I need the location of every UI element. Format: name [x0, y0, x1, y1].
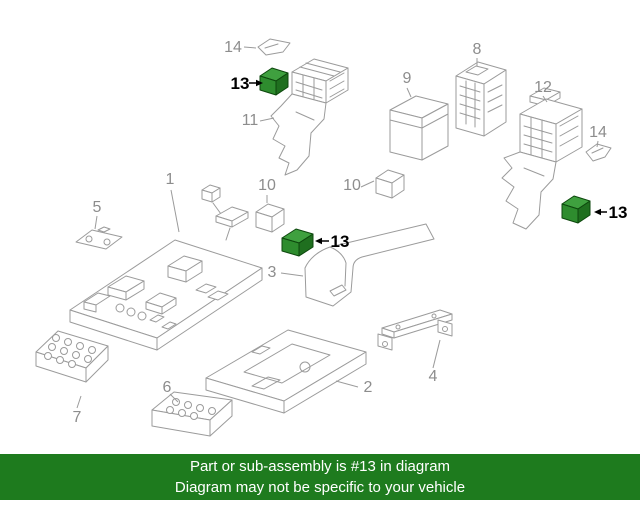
part-13-top-shape: [259, 67, 289, 96]
part-4-shape: [377, 309, 453, 351]
part-14-right-shape: [585, 143, 612, 162]
emphasis-arrows: [249, 79, 607, 245]
callout-10-right-label: 10: [343, 177, 361, 194]
part-2-shape: [205, 329, 367, 414]
part-7-shape: [35, 330, 109, 383]
part-8-shape: [455, 61, 507, 137]
part-12-shape: [501, 87, 583, 230]
parts-diagram: 14 13 11 9 8 12 14 13 10 10 13 1 5 3 2 4…: [35, 38, 628, 437]
callout-1-label: 1: [166, 171, 175, 188]
callout-14-top-label: 14: [224, 39, 242, 56]
arrow-to-part-13-top: [249, 79, 263, 87]
callout-13-top-label: 13: [231, 74, 250, 93]
part-3-shape: [304, 223, 435, 307]
callout-5-label: 5: [93, 199, 102, 216]
part-14-top-shape: [257, 38, 291, 56]
callout-13-middle-label: 13: [331, 232, 350, 251]
part-9-shape: [389, 95, 449, 161]
callout-9-label: 9: [403, 70, 412, 87]
leader-lines: [76, 46, 599, 409]
callout-4-label: 4: [429, 368, 438, 385]
part-11-shape: [270, 58, 349, 176]
banner-line1: Part or sub-assembly is #13 in diagram: [189, 458, 451, 475]
part-10-left-shape: [255, 203, 285, 233]
banner-line2: Diagram may not be specific to your vehi…: [174, 479, 466, 496]
highlight-banner: Part or sub-assembly is #13 in diagram D…: [0, 454, 640, 500]
arrow-to-part-13-right: [594, 208, 607, 216]
callout-2-label: 2: [364, 379, 373, 396]
callout-7-label: 7: [73, 409, 82, 426]
callout-11-label: 11: [242, 112, 259, 129]
callout-3-label: 3: [268, 264, 277, 281]
callout-6-label: 6: [163, 379, 172, 396]
arrow-to-part-13-middle: [315, 237, 329, 245]
part-13-middle-shape: [281, 228, 314, 257]
part-6-shape: [151, 391, 233, 437]
callout-13-right-label: 13: [609, 203, 628, 222]
callout-numbers: 14 13 11 9 8 12 14 13 10 10 13 1 5 3 2 4…: [73, 39, 628, 426]
callout-10-left-label: 10: [258, 177, 276, 194]
part-10-right-shape: [375, 169, 405, 199]
highlighted-parts: [259, 67, 591, 257]
callout-12-label: 12: [534, 79, 552, 96]
part-1-shape: [69, 184, 263, 351]
callout-8-label: 8: [473, 41, 482, 58]
part-13-right-shape: [561, 195, 591, 224]
callout-14-right-label: 14: [589, 124, 607, 141]
part-5-shape: [75, 226, 123, 250]
